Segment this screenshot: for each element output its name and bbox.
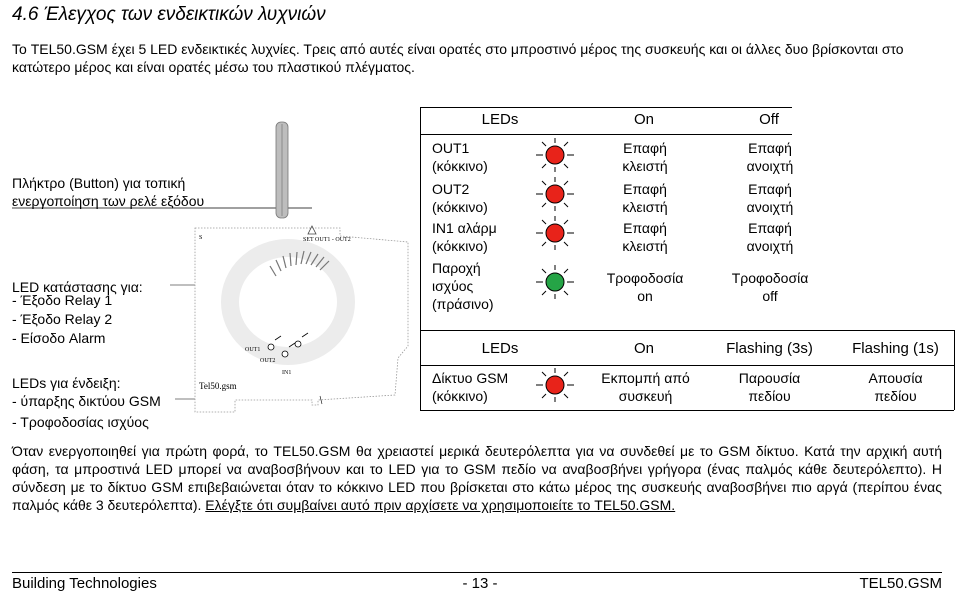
- gsm-led-item-power: - Τροφοδοσίας ισχύος: [12, 414, 149, 430]
- device-out2-label: OUT2: [260, 358, 276, 364]
- led-name: Παροχή: [432, 260, 481, 276]
- status-leds-icon: [267, 332, 309, 358]
- table1-header-rule: [420, 134, 792, 135]
- led-name: Δίκτυο GSM: [432, 370, 509, 386]
- table2-header-leds: LEDs: [481, 340, 519, 357]
- device-out1-label: OUT1: [245, 347, 261, 353]
- footer-right: TEL50.GSM: [859, 575, 942, 592]
- table2-flashing-1s: Απουσία πεδίου: [868, 370, 923, 404]
- led-color: (πράσινο): [432, 296, 494, 312]
- table-row: Παροχή ισχύος (πράσινο): [432, 259, 494, 313]
- table1-row3-off: Επαφή ανοιχτή: [746, 220, 794, 254]
- green-led-icon: [536, 265, 574, 299]
- device-diagram: [12, 121, 409, 413]
- table-row: OUT2 (κόκκινο): [432, 180, 488, 216]
- table1-left-rule: [420, 107, 421, 330]
- table1-row1-off: Επαφή ανοιχτή: [746, 140, 794, 174]
- led-name: OUT1: [432, 140, 470, 156]
- table1-row1-on: Επαφή κλειστή: [622, 140, 668, 174]
- section-heading: 4.6 Έλεγχος των ενδεικτικών λυχνιών: [12, 4, 326, 25]
- led-color: (κόκκινο): [432, 158, 488, 174]
- led-color: (κόκκινο): [432, 238, 488, 254]
- set-arrow-icon: [307, 225, 317, 235]
- table2-header-rule: [420, 365, 954, 366]
- led-status-item-relay2: - Έξοδο Relay 2: [12, 311, 113, 327]
- table2-header-on: On: [633, 340, 654, 357]
- led-name: IN1 αλάρμ: [432, 220, 497, 236]
- device-set-label: SET OUT1 - OUT2: [303, 237, 351, 243]
- device-model-label: Tel50.gsm: [199, 381, 237, 391]
- table2-header-flashing-3s: Flashing (3s): [726, 340, 813, 357]
- table1-row4-on: Τροφοδοσία on: [606, 270, 684, 304]
- device-s-label: S: [199, 235, 203, 241]
- table1-header-off: Off: [759, 111, 779, 128]
- table1-row2-off: Επαφή ανοιχτή: [746, 181, 794, 215]
- table1-bottom-rule: [420, 330, 954, 331]
- table1-row2-on: Επαφή κλειστή: [622, 181, 668, 215]
- led-status-item-alarm: - Είσοδο Alarm: [12, 330, 106, 346]
- red-led-icon: [536, 177, 574, 211]
- red-led-icon: [536, 138, 574, 172]
- footer-left: Building Technologies: [12, 575, 157, 592]
- footer-page-number: - 13 -: [462, 575, 498, 592]
- led-color: (κόκκινο): [432, 199, 488, 215]
- table1-row4-off: Τροφοδοσία off: [731, 270, 809, 304]
- table1-row3-on: Επαφή κλειστή: [622, 220, 668, 254]
- table2-bottom-rule: [420, 410, 954, 411]
- button-label-line2: ενεργοποίηση των ρελέ εξόδου: [12, 193, 205, 209]
- led-color: (κόκκινο): [432, 388, 488, 404]
- body-paragraph-underlined: Ελέγξτε ότι συμβαίνει αυτό πριν αρχίσετε…: [205, 497, 676, 513]
- vent-slots-icon: [269, 250, 330, 277]
- table1-top-rule: [420, 107, 792, 108]
- button-label-line1: Πλήκτρο (Button) για τοπική: [12, 175, 186, 191]
- table1-header-on: On: [633, 111, 654, 128]
- intro-paragraph: Το TEL50.GSM έχει 5 LED ενδεικτικές λυχν…: [12, 41, 904, 75]
- table2-flashing-3s: Παρουσία πεδίου: [738, 370, 801, 404]
- led-status-title: LED κατάστασης για:: [12, 279, 143, 295]
- led-name-2: ισχύος: [432, 278, 474, 294]
- table2-left-rule: [420, 330, 421, 410]
- button-ring: [221, 239, 355, 365]
- table2-header-flashing-1s: Flashing (1s): [852, 340, 939, 357]
- gsm-led-item-network: - ύπαρξης δικτύου GSM: [12, 393, 161, 409]
- table-row: IN1 αλάρμ (κόκκινο): [432, 219, 497, 255]
- red-led-icon: [536, 216, 574, 250]
- table2-right-rule: [954, 330, 955, 410]
- table2-on: Εκπομπή από συσκευή: [601, 370, 690, 404]
- device-in1-label: IN1: [282, 370, 292, 376]
- table1-header-leds: LEDs: [481, 111, 519, 128]
- table-row: OUT1 (κόκκινο): [432, 139, 488, 175]
- footer-rule: [12, 572, 942, 573]
- body-paragraph: Όταν ενεργοποιηθεί για πρώτη φορά, το TE…: [12, 443, 942, 513]
- red-led-icon: [536, 368, 574, 402]
- led-name: OUT2: [432, 181, 470, 197]
- table-row: Δίκτυο GSM (κόκκινο): [432, 369, 508, 405]
- led-status-item-relay1: - Έξοδο Relay 1: [12, 292, 113, 308]
- gsm-led-title: LEDs για ένδειξη:: [12, 375, 121, 391]
